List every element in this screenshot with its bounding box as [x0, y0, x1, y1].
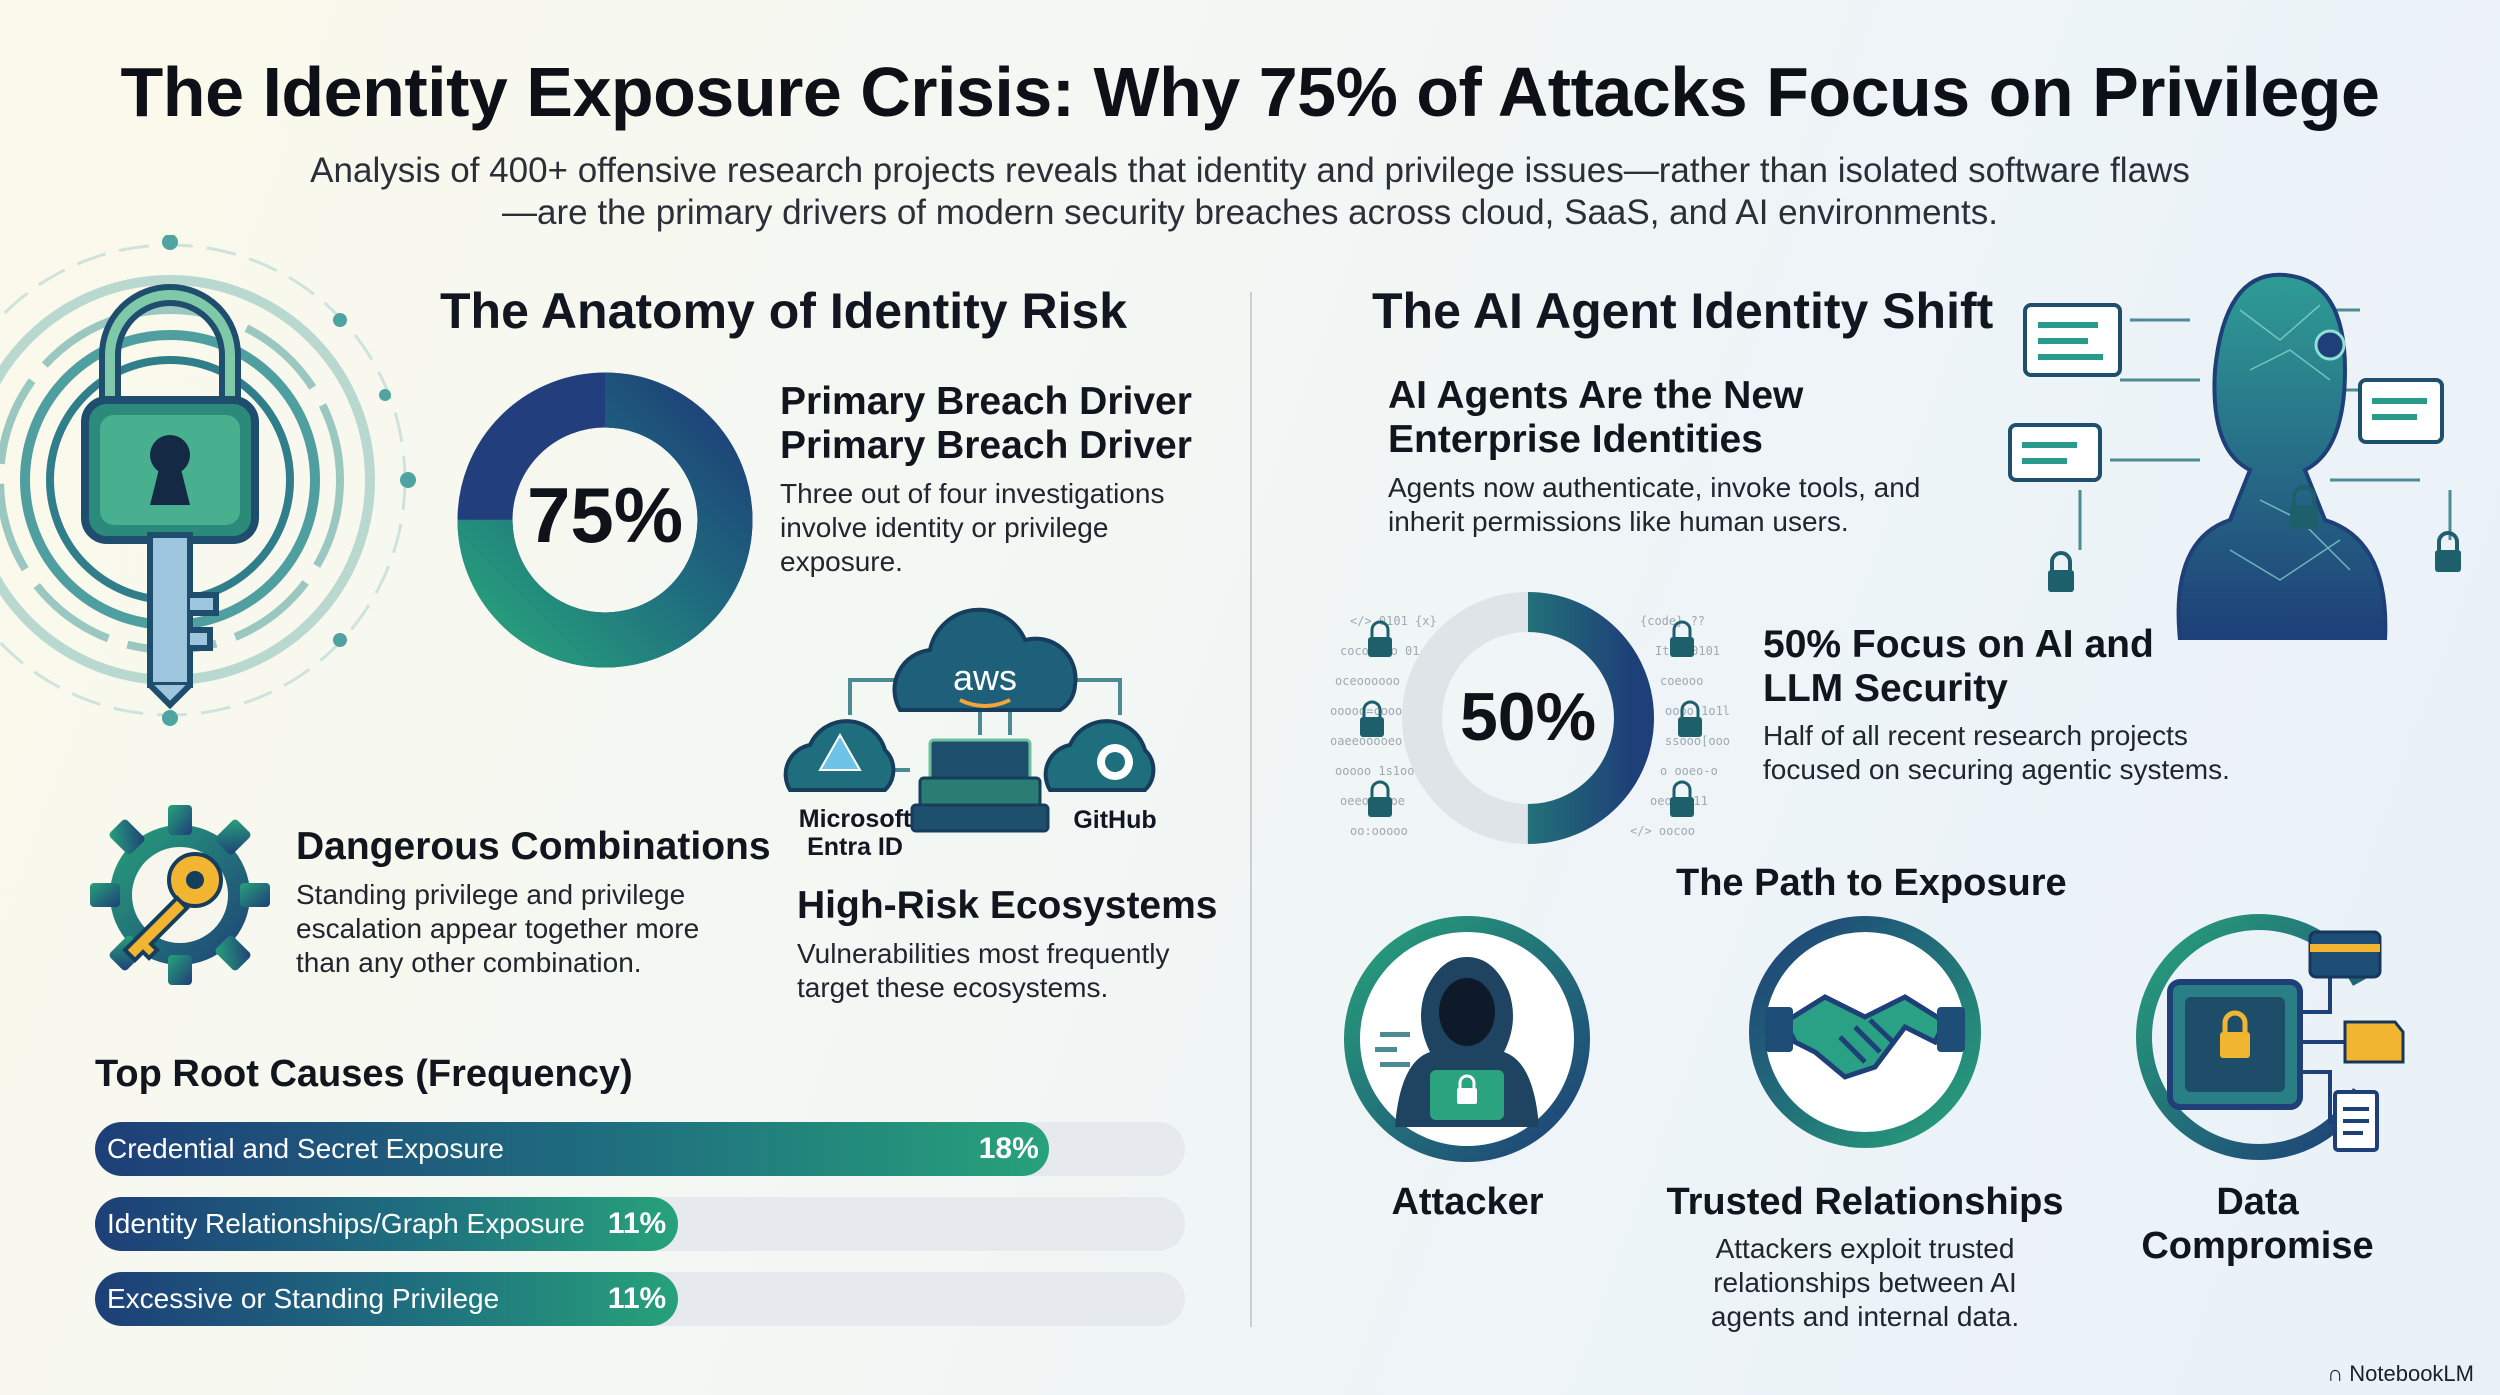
root-cause-percentage: 11%: [607, 1282, 667, 1315]
svg-text:o ooeo-o: o ooeo-o: [1660, 764, 1718, 778]
svg-text:</> 0101 {x}: </> 0101 {x}: [1350, 614, 1437, 628]
root-cause-fill: [95, 1272, 678, 1326]
donut-value-segment: [457, 372, 753, 668]
server-chip-icon: [910, 738, 1050, 833]
root-cause-fill: [95, 1197, 678, 1251]
microsoft-cloud-icon: [783, 719, 896, 792]
ai-agents-text: Agents now authenticate, invoke tools, a…: [1388, 472, 1921, 537]
donut-value-segment: [1402, 592, 1654, 844]
attacker-label: Attacker: [1391, 1181, 1544, 1223]
svg-text:ooooo 1s1oo: ooooo 1s1oo: [1335, 764, 1414, 778]
key: [147, 532, 219, 710]
svg-text:{code} ??: {code} ??: [1640, 614, 1705, 628]
primary-driver-text: Three out of four investigations involve…: [780, 478, 1165, 577]
root-cause-label: Identity Relationships/Graph Exposure: [107, 1208, 585, 1239]
root-cause-label: Credential and Secret Exposure: [107, 1133, 504, 1164]
padlock: [81, 284, 259, 544]
attacker-icon: [1344, 916, 1590, 1162]
lock-key-illustration: [0, 235, 416, 726]
root-cause-bar-relationships: Identity Relationships/Graph Exposure 11…: [95, 1197, 1185, 1251]
side-padlocks: [1360, 620, 1702, 817]
root-cause-bar-credentials: Credential and Secret Exposure 18%: [95, 1122, 1185, 1176]
svg-text:ooooo=cooo: ooooo=cooo: [1330, 704, 1402, 718]
root-cause-fill: [95, 1122, 1049, 1176]
page-subtitle: Analysis of 400+ offensive research proj…: [150, 150, 2350, 234]
ai-shift-section-title: The AI Agent Identity Shift: [1372, 283, 1994, 339]
handshake-icon: [1749, 916, 1981, 1148]
gear-key-icon: [90, 805, 270, 985]
github-cloud-icon: [1043, 719, 1156, 792]
aws-cloud-icon: aws: [892, 607, 1078, 712]
subtitle-line-2: —are the primary drivers of modern secur…: [502, 193, 1998, 232]
svg-text:coeooo: coeooo: [1660, 674, 1703, 688]
column-divider: [1250, 292, 1252, 1327]
ai-agents-heading: AI Agents Are the New Enterprise Identit…: [1388, 374, 1804, 461]
data-vault-icon: [2136, 914, 2405, 1160]
combinations-heading: Dangerous Combinations: [296, 825, 771, 868]
primary-driver-heading: Primary Breach Driver Primary Breach Dri…: [780, 380, 1192, 467]
subtitle-line-1: Analysis of 400+ offensive research proj…: [310, 151, 2190, 190]
ecosystems-text: Vulnerabilities most frequently target t…: [797, 938, 1170, 1003]
page-title: The Identity Exposure Crisis: Why 75% of…: [120, 53, 2380, 131]
ecosystem-diagram: aws: [783, 607, 1156, 833]
trusted-relationships-text: Attackers exploit trusted relationships …: [1710, 1233, 2020, 1332]
path-heading: The Path to Exposure: [1676, 862, 2067, 904]
svg-text:</> oocoo: </> oocoo: [1630, 824, 1695, 838]
root-cause-label: Excessive or Standing Privilege: [107, 1283, 500, 1314]
identity-percentage-donut: 75%: [457, 372, 753, 668]
ai-agent-illustration: [2008, 272, 2461, 640]
root-cause-percentage: 11%: [607, 1207, 667, 1240]
robot-figure: [2176, 272, 2388, 640]
screen-lines: [2022, 322, 2427, 464]
data-compromise-label: Data Compromise: [2141, 1181, 2374, 1267]
svg-text:oceoooooo: oceoooooo: [1335, 674, 1400, 688]
donut-50-label: 50%: [1460, 679, 1596, 755]
ai-focus-text: Half of all recent research projects foc…: [1763, 720, 2230, 785]
brand-label: NotebookLM: [2349, 1361, 2474, 1386]
combinations-text: Standing privilege and privilege escalat…: [296, 879, 700, 978]
notebook-logo-icon: ∩: [2327, 1361, 2344, 1386]
trusted-relationships-label: Trusted Relationships: [1666, 1181, 2064, 1223]
root-causes-heading: Top Root Causes (Frequency): [95, 1053, 633, 1095]
ecosystems-heading: High-Risk Ecosystems: [797, 884, 1218, 927]
root-cause-percentage: 18%: [978, 1132, 1039, 1165]
padlock-icons: [2048, 485, 2461, 592]
root-cause-bar-privilege: Excessive or Standing Privilege 11%: [95, 1272, 1185, 1326]
anatomy-section-title: The Anatomy of Identity Risk: [440, 283, 1128, 339]
circuit-dots: [162, 235, 416, 726]
svg-text:oaeeooooeo: oaeeooooeo: [1330, 734, 1402, 748]
microsoft-entra-label: Microsoft Entra ID: [798, 805, 912, 861]
aws-label: aws: [953, 657, 1017, 698]
svg-text:ssooo[ooo: ssooo[ooo: [1665, 734, 1730, 748]
github-label: GitHub: [1073, 806, 1157, 834]
brand-watermark: ∩ NotebookLM: [2327, 1361, 2474, 1387]
svg-text:oo:ooooo: oo:ooooo: [1350, 824, 1408, 838]
ai-focus-donut: </> 0101 {x} cocooooo 01 oceoooooo ooooo…: [1330, 592, 1730, 844]
donut-75-label: 75%: [527, 471, 683, 559]
ai-focus-heading: 50% Focus on AI and LLM Security: [1763, 623, 2154, 710]
